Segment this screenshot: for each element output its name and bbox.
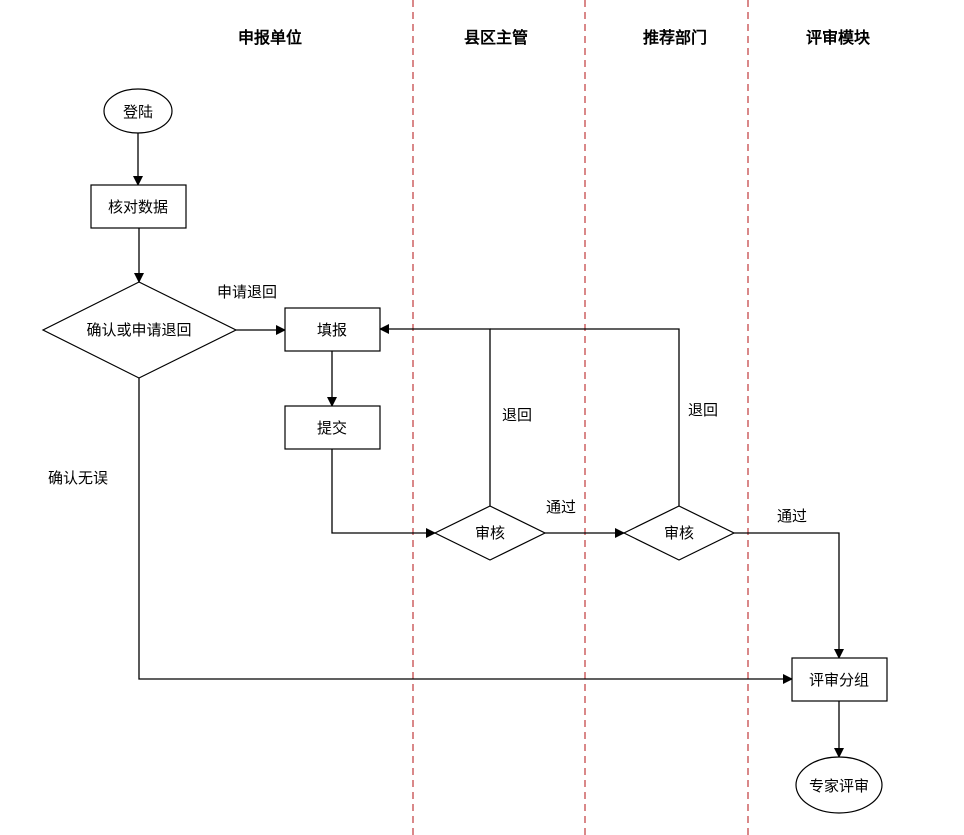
node-fill-in-label: 填报 <box>317 321 347 339</box>
node-dept-review: 审核 <box>622 505 736 561</box>
edge-label-pass-2: 通过 <box>777 507 807 525</box>
node-county-review: 审核 <box>433 505 547 561</box>
node-login: 登陆 <box>103 88 173 134</box>
node-expert-review-label: 专家评审 <box>809 777 869 795</box>
edge-label-return-1: 退回 <box>502 406 532 424</box>
node-submit: 提交 <box>284 405 381 450</box>
node-dept-review-label: 审核 <box>664 524 694 542</box>
node-check-data: 核对数据 <box>90 184 187 229</box>
edge-label-pass-1: 通过 <box>546 498 576 516</box>
edge-dept-return <box>490 328 680 506</box>
node-group: 评审分组 <box>791 657 888 702</box>
edge-label-apply-return: 申请退回 <box>217 283 277 301</box>
edge-label-confirm-ok: 确认无误 <box>48 469 108 487</box>
node-group-label: 评审分组 <box>809 671 869 689</box>
lane-title-review: 评审模块 <box>806 28 871 47</box>
node-submit-label: 提交 <box>317 419 347 437</box>
edge-county-return <box>379 324 491 506</box>
node-expert-review: 专家评审 <box>795 756 883 814</box>
node-confirm-or-return-label: 确认或申请退回 <box>86 321 191 339</box>
edge-submit-to-county-review <box>331 449 436 538</box>
node-fill-in: 填报 <box>284 307 381 352</box>
node-county-review-label: 审核 <box>475 524 505 542</box>
lane-title-county: 县区主管 <box>464 28 528 47</box>
lane-title-recommend: 推荐部门 <box>643 28 707 47</box>
node-login-label: 登陆 <box>123 103 153 121</box>
edge-dept-pass <box>734 532 844 659</box>
node-confirm-or-return: 确认或申请退回 <box>41 281 238 379</box>
edge-label-return-2: 退回 <box>688 401 718 419</box>
lane-title-applicant: 申报单位 <box>238 28 302 47</box>
node-check-data-label: 核对数据 <box>108 198 168 216</box>
edge-confirm-ok <box>138 378 793 684</box>
